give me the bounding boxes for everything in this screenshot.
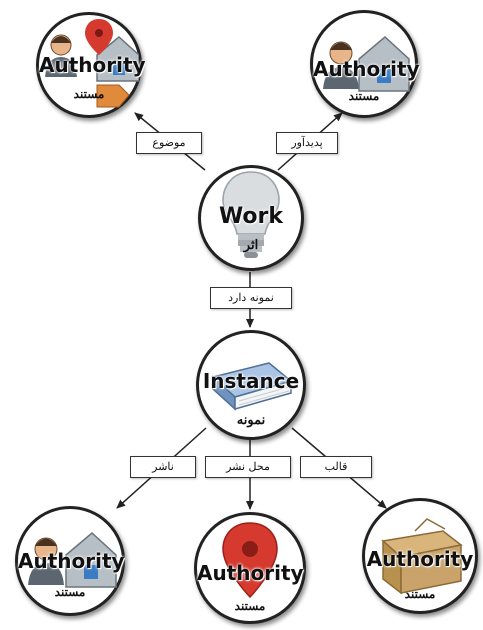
person-icon	[28, 537, 64, 585]
node-subtitle: نمونه	[236, 413, 266, 428]
node-subtitle: مستند	[73, 87, 105, 101]
map-pin-icon	[222, 522, 278, 599]
node-title: Authority	[366, 547, 474, 571]
node-title: Authority	[313, 57, 420, 81]
node-authority-bottom-left[interactable]: Authority مستند	[15, 506, 125, 616]
node-title: Authority	[39, 53, 146, 77]
node-authority-top-left[interactable]: Authority مستند	[36, 12, 146, 118]
person-icon	[323, 41, 359, 89]
house-icon	[65, 532, 117, 588]
node-authority-bottom-right[interactable]: Authority مستند	[362, 498, 478, 614]
node-subtitle: مستند	[54, 585, 86, 599]
node-title: Work	[218, 204, 284, 229]
person-icon	[45, 34, 77, 77]
node-title: Authority	[18, 549, 125, 573]
tag-icon	[96, 84, 130, 108]
node-title: Authority	[197, 561, 304, 585]
lightbulb-icon	[222, 171, 280, 258]
edge-label-place-of-publication: محل نشر	[205, 456, 291, 478]
node-instance[interactable]: Instance نمونه	[196, 330, 306, 440]
node-subtitle: مستند	[404, 587, 436, 601]
edge-label-format: قالب	[300, 456, 372, 478]
edge-label-publisher: ناشر	[130, 456, 196, 478]
house-icon	[358, 36, 410, 92]
edge-label-creator: پدیدآور	[276, 132, 338, 154]
box-icon	[381, 518, 463, 595]
node-authority-bottom-middle[interactable]: Authority مستند	[194, 512, 306, 624]
node-subtitle: اثر	[243, 238, 259, 253]
node-work[interactable]: Work اثر	[198, 165, 304, 271]
map-pin-icon	[85, 19, 113, 55]
node-authority-top-right[interactable]: Authority مستند	[310, 10, 420, 118]
edge-label-subject: موضوع	[136, 132, 202, 154]
house-icon	[96, 36, 139, 82]
edge-label-has-instance: نمونه دارد	[210, 287, 292, 309]
node-subtitle: مستند	[348, 89, 380, 103]
book-icon	[211, 362, 293, 411]
node-title: Instance	[202, 369, 300, 393]
node-subtitle: مستند	[234, 599, 266, 613]
